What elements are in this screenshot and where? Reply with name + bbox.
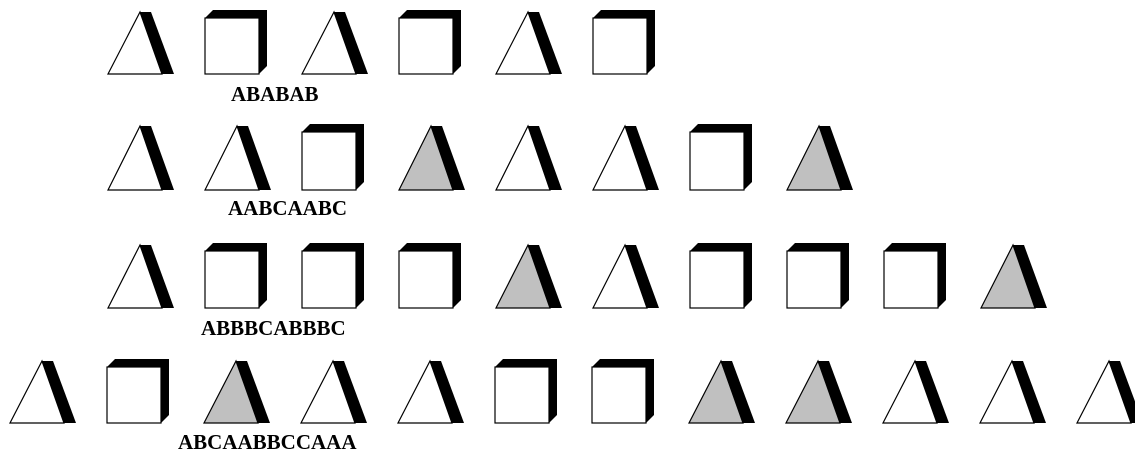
gray-triangle-icon <box>980 243 1047 309</box>
white-triangle-icon <box>495 124 562 191</box>
white-square-icon <box>301 124 364 191</box>
row-3-shapes <box>107 243 1047 309</box>
white-triangle-icon <box>9 359 76 424</box>
white-triangle-icon <box>300 359 367 424</box>
white-square-icon <box>883 243 946 309</box>
white-square-icon <box>494 359 557 424</box>
row-3-label: ABBBCABBBC <box>201 316 346 340</box>
white-square-icon <box>591 359 654 424</box>
white-triangle-icon <box>107 124 174 191</box>
gray-triangle-icon <box>785 359 852 424</box>
white-triangle-icon <box>107 243 174 309</box>
white-square-icon <box>786 243 849 309</box>
white-triangle-icon <box>397 359 464 424</box>
gray-triangle-icon <box>688 359 755 424</box>
white-square-icon <box>204 10 267 75</box>
row-4-label: ABCAABBCCAAA <box>178 430 357 454</box>
white-square-icon <box>204 243 267 309</box>
white-triangle-icon <box>495 10 562 75</box>
white-triangle-icon <box>592 243 659 309</box>
white-square-icon <box>592 10 655 75</box>
white-triangle-icon <box>882 359 949 424</box>
gray-triangle-icon <box>786 124 853 191</box>
row-1-label: ABABAB <box>231 82 319 106</box>
row-2-shapes <box>107 124 853 191</box>
gray-triangle-icon <box>495 243 562 309</box>
gray-triangle-icon <box>203 359 270 424</box>
white-square-icon <box>398 10 461 75</box>
white-square-icon <box>689 124 752 191</box>
white-square-icon <box>398 243 461 309</box>
white-triangle-icon <box>107 10 174 75</box>
row-1-shapes <box>107 10 655 75</box>
white-square-icon <box>689 243 752 309</box>
row-2-label: AABCAABC <box>228 196 348 220</box>
white-square-icon <box>106 359 169 424</box>
white-triangle-icon <box>1076 359 1135 424</box>
gray-triangle-icon <box>398 124 465 191</box>
white-triangle-icon <box>979 359 1046 424</box>
row-4-shapes <box>9 359 1135 424</box>
white-triangle-icon <box>204 124 271 191</box>
white-square-icon <box>301 243 364 309</box>
white-triangle-icon <box>592 124 659 191</box>
white-triangle-icon <box>301 10 368 75</box>
